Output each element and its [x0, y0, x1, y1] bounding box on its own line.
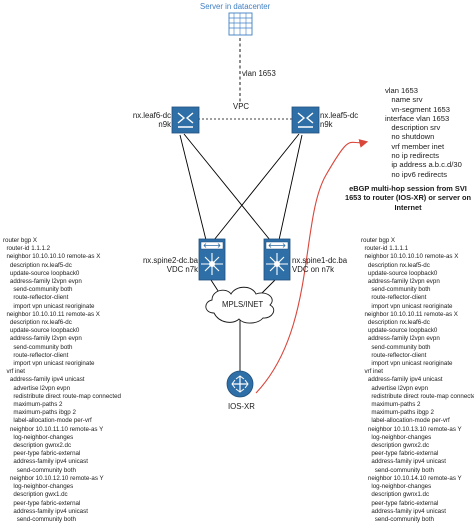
mpls-cloud-icon: [205, 286, 275, 324]
link-leaf6-spine1: [183, 133, 271, 241]
link-leaf5-spine1: [278, 134, 303, 241]
leaf5-switch-icon[interactable]: [291, 106, 320, 134]
link-leaf5-spine2: [213, 133, 300, 241]
vlan-label: vlan 1653: [242, 69, 276, 78]
left-bgp-config: router bgp X router-id 1.1.1.2 neighbor …: [3, 237, 121, 523]
server-label: Server in datacenter: [200, 2, 271, 11]
vpc-label: VPC: [233, 102, 250, 111]
router-icon[interactable]: [226, 370, 254, 398]
ebgp-session-arrow: [255, 139, 369, 394]
spine1-switch-icon[interactable]: [263, 238, 291, 281]
right-bgp-config: router bgp X router-id 1.1.1.1 neighbor …: [361, 237, 474, 523]
vlan-config-block: vlan 1653 name srv vn-segment 1653 inter…: [385, 86, 462, 179]
link-leaf6-spine2: [179, 134, 207, 241]
leaf6-label: nx.leaf6-dc n9k: [132, 111, 171, 129]
spine1-label: nx.spine1-dc.ba VDC on n7k: [292, 256, 348, 274]
router-label: IOS-XR: [228, 402, 255, 411]
leaf6-switch-icon[interactable]: [171, 106, 200, 134]
spine2-label: nx.spine2-dc.ba VDC n7k: [142, 256, 198, 274]
topology-diagram: [171, 12, 369, 398]
spine2-switch-icon[interactable]: [198, 238, 226, 281]
leaf5-label: nx.leaf5-dc n9k: [320, 111, 359, 129]
server-icon[interactable]: [228, 12, 253, 36]
ebgp-session-note: eBGP multi-hop session from SVI 1653 to …: [344, 184, 472, 212]
cloud-label: MPLS/INET: [222, 300, 264, 309]
